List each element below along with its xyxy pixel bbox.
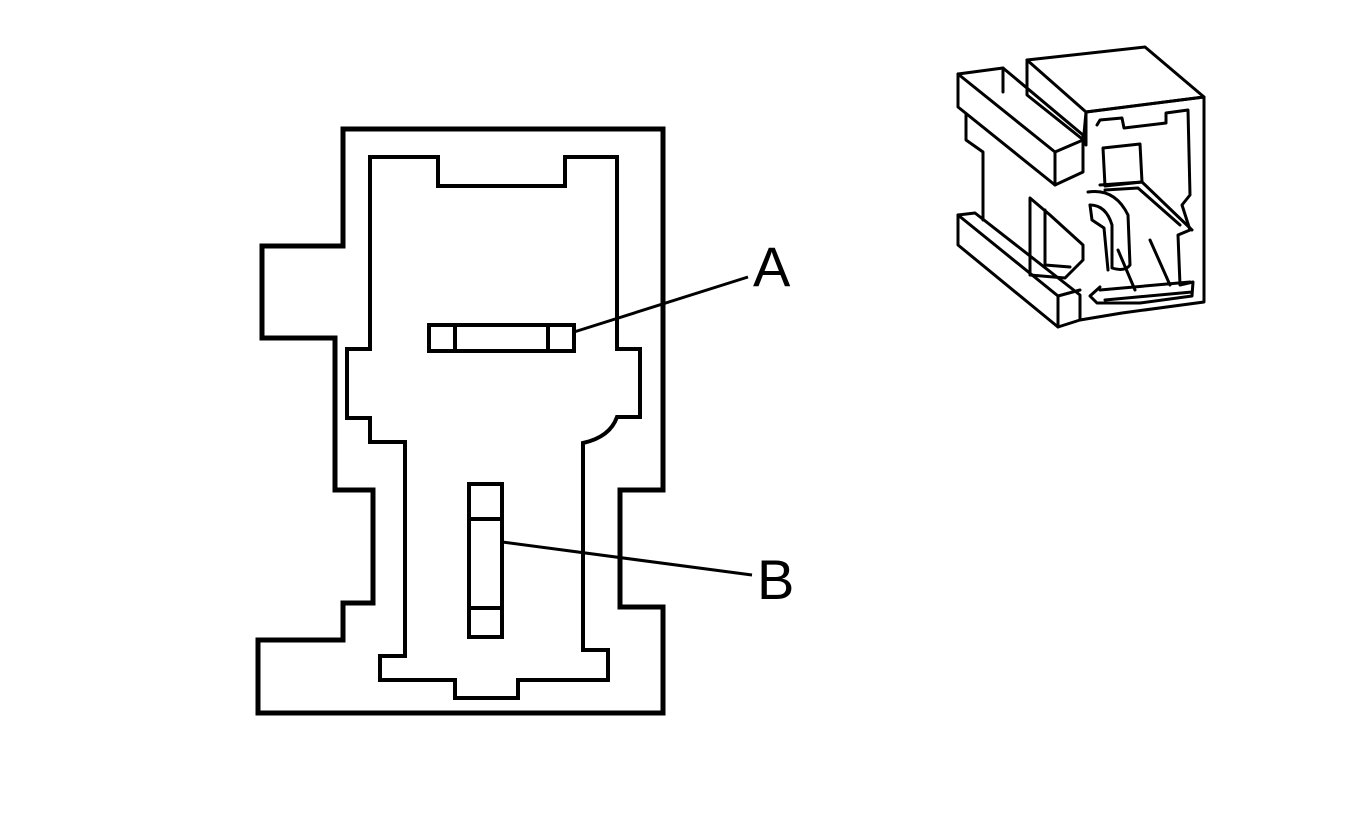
iso-top-block [1025, 45, 1206, 114]
terminal-a [427, 323, 576, 353]
iso-left-slot [1028, 196, 1085, 280]
iso-front-face [1078, 95, 1206, 322]
connector-isometric-view [956, 45, 1206, 329]
leader-line-a [573, 275, 749, 334]
iso-terminal-blade [1086, 189, 1132, 271]
leader-line-b [501, 540, 753, 577]
connector-face-view [255, 126, 753, 716]
iso-latch [1101, 142, 1144, 188]
iso-bottom-channel [1098, 280, 1194, 302]
iso-left-body [964, 113, 985, 222]
connector-inner-cavity [345, 155, 642, 700]
callout-label-a: A [753, 235, 791, 298]
terminal-b [467, 482, 504, 639]
connector-outer-housing [255, 126, 666, 716]
iso-front-window [1088, 108, 1195, 305]
callout-label-b: B [757, 548, 794, 611]
